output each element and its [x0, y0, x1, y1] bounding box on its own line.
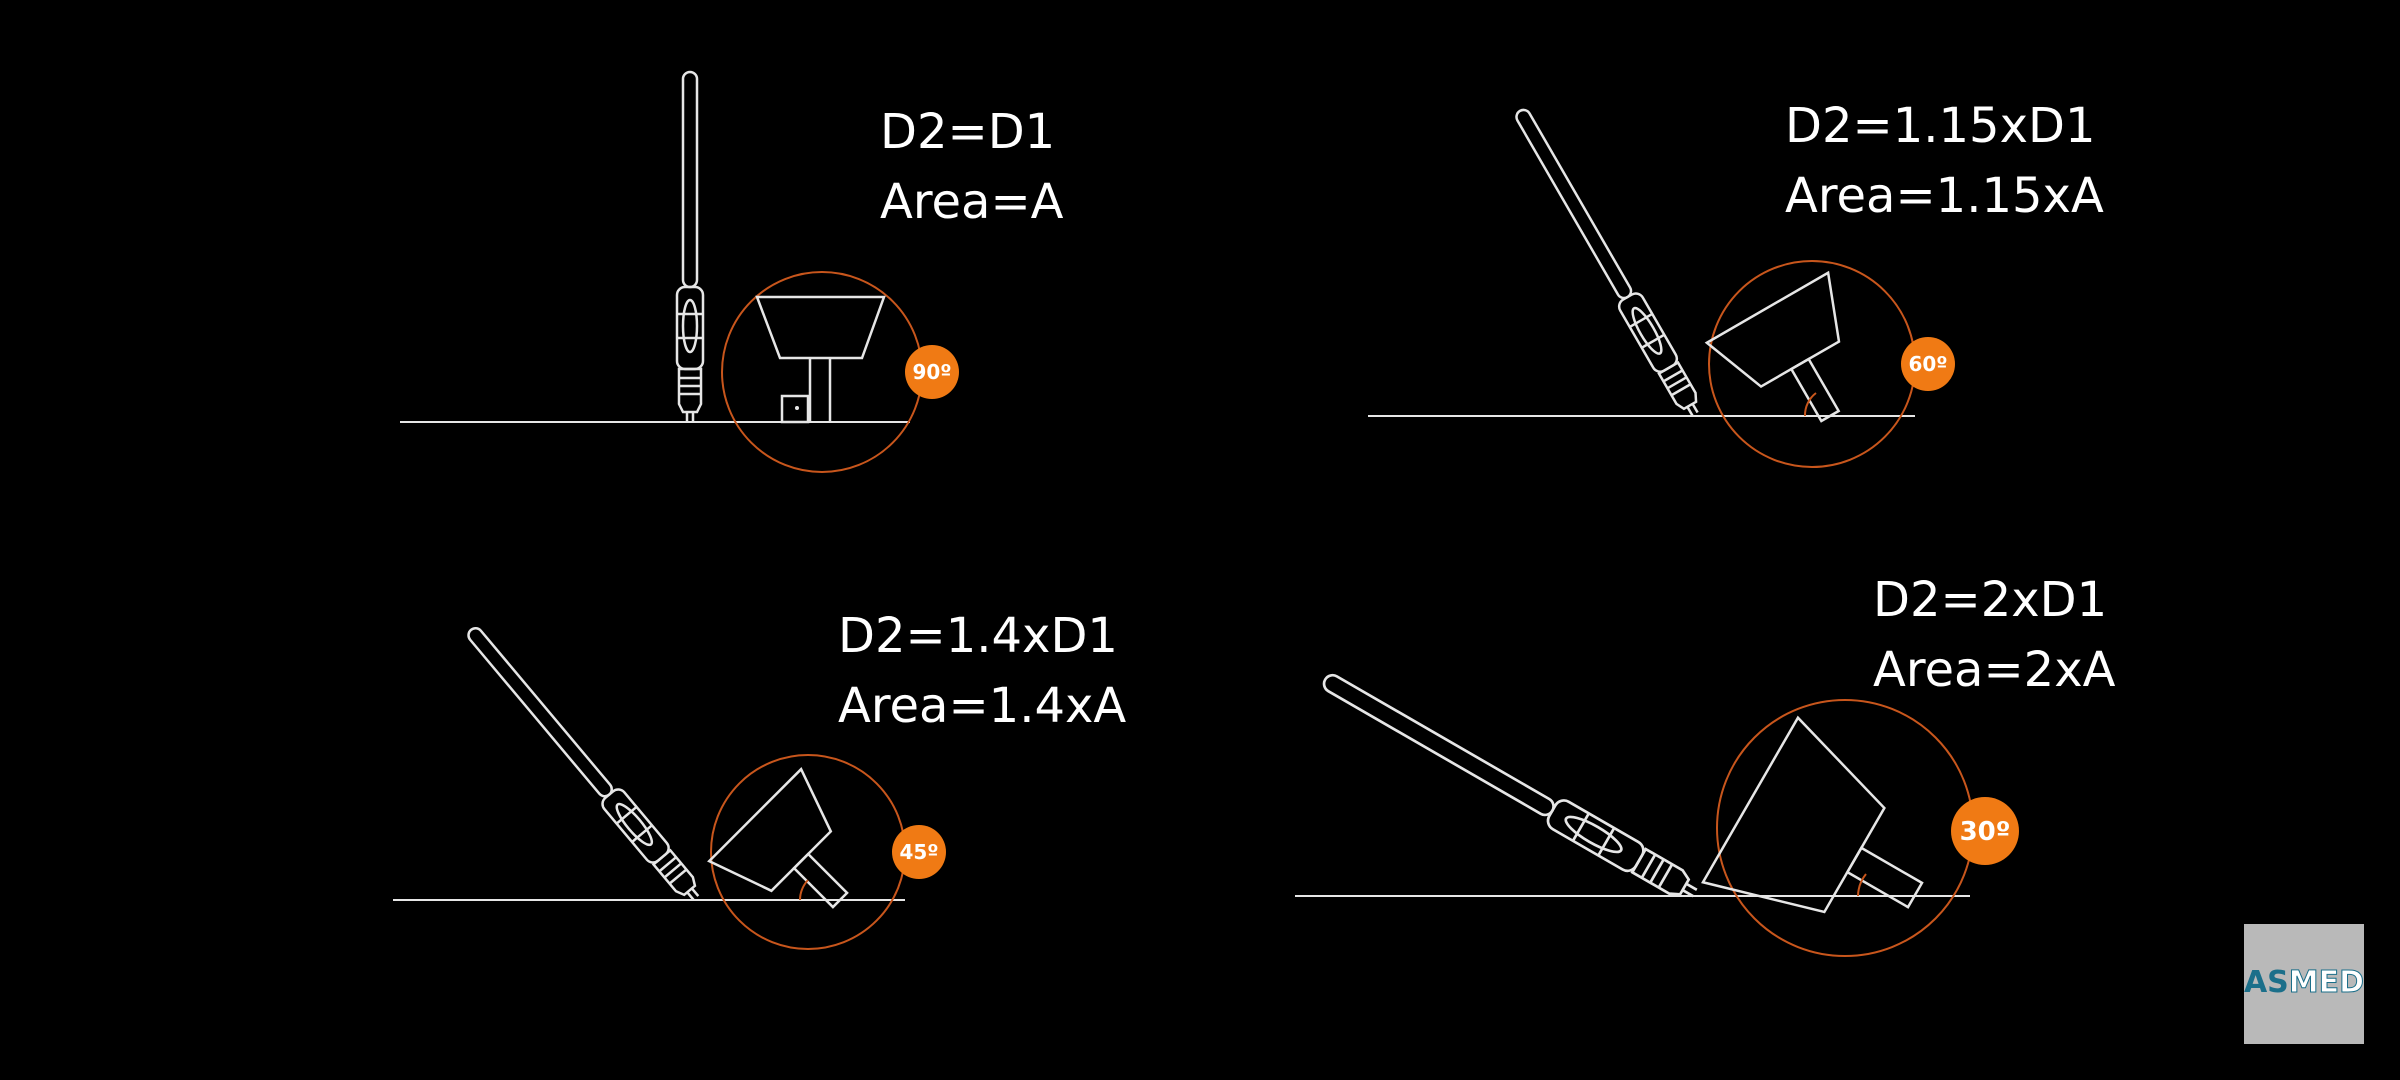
equation-label: D2=1.4xD1: [838, 608, 1118, 664]
tip-detail-icon: [707, 767, 849, 909]
tip-detail-icon: [1701, 715, 1924, 914]
equation-label: D2=2xD1: [1873, 572, 2107, 628]
angle-arc: [799, 879, 809, 901]
asmed-logo: ASMED: [2244, 924, 2365, 1044]
svg-text:ASMED: ASMED: [2244, 965, 2364, 1000]
equation-label: D2=D1: [880, 104, 1055, 160]
handpiece-icon: [1322, 673, 1698, 898]
angle-badge: 45º: [892, 825, 946, 879]
svg-text:90º: 90º: [912, 360, 951, 384]
magnifier-circle: [1716, 699, 1974, 957]
panel-45: 45º D2=1.4xD1 Area=1.4xA: [393, 608, 1126, 950]
handpiece-icon: [467, 626, 700, 901]
svg-text:30º: 30º: [1960, 817, 2011, 847]
area-label: Area=1.15xA: [1785, 168, 2104, 224]
panel-30: 30º D2=2xD1 Area=2xA: [1295, 572, 2116, 957]
magnifier-circle: [721, 271, 923, 473]
tip-detail-icon: [1704, 270, 1841, 423]
angle-arc: [1857, 873, 1867, 897]
angle-badge: 90º: [905, 345, 959, 399]
area-label: Area=1.4xA: [838, 678, 1126, 734]
angle-badge: 30º: [1951, 797, 2019, 865]
asmed-logo-mark: ASMED: [2244, 965, 2365, 1001]
area-label: Area=2xA: [1873, 642, 2116, 698]
panel-60: 60º D2=1.15xD1 Area=1.15xA: [1368, 98, 2104, 468]
equation-label: D2=1.15xD1: [1785, 98, 2096, 154]
panel-90: 90º D2=D1 Area=A: [400, 70, 1064, 473]
svg-text:45º: 45º: [899, 840, 938, 864]
svg-text:60º: 60º: [1908, 352, 1947, 376]
area-label: Area=A: [880, 174, 1064, 230]
handpiece-icon: [1515, 108, 1699, 417]
handpiece-icon: [675, 70, 705, 422]
angle-badge: 60º: [1901, 337, 1955, 391]
angle-arc: [1803, 392, 1817, 417]
tip-detail-icon: [755, 295, 886, 424]
